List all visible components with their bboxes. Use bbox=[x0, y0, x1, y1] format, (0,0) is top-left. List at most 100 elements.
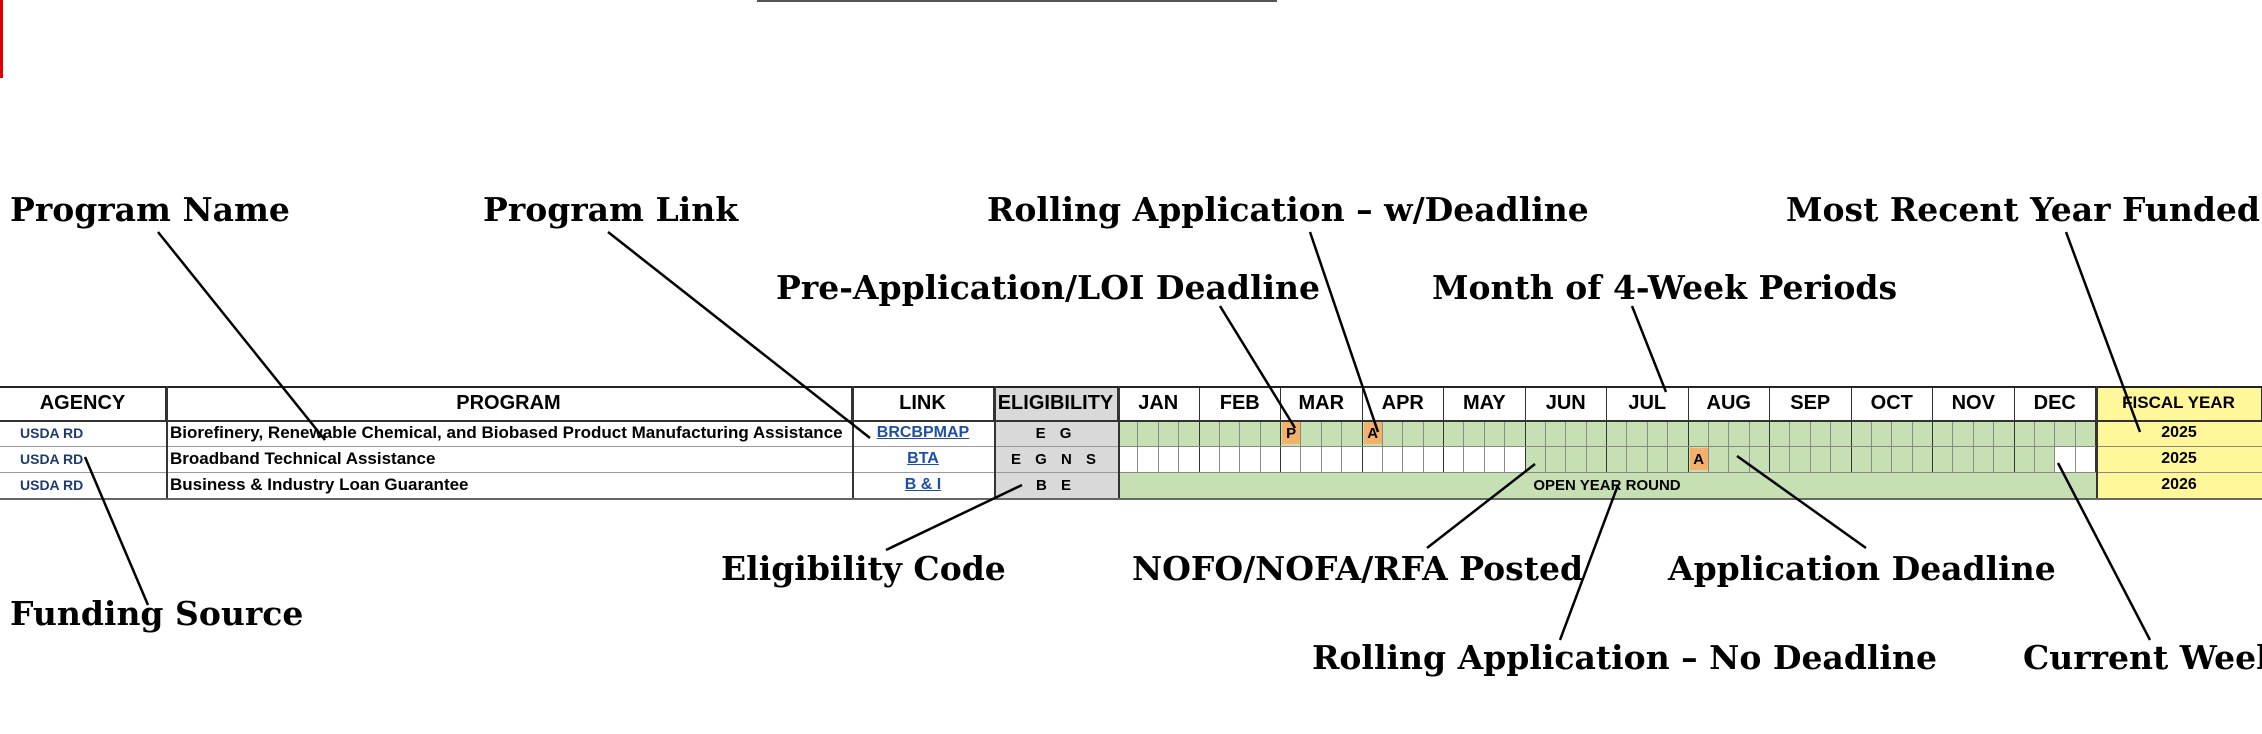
week-cell bbox=[2075, 446, 2096, 472]
week-cell bbox=[1729, 446, 1750, 472]
week-cell bbox=[1199, 446, 1220, 472]
week-cell bbox=[2034, 446, 2056, 472]
week-cell bbox=[2055, 420, 2076, 446]
month-header-oct: OCT bbox=[1852, 386, 1933, 420]
week-cell bbox=[1362, 446, 1383, 472]
week-cell bbox=[1790, 446, 1811, 472]
week-cell bbox=[1607, 446, 1628, 472]
week-cell bbox=[1138, 420, 1159, 446]
week-cell bbox=[1382, 420, 1404, 446]
week-cell bbox=[1301, 446, 1322, 472]
week-cell bbox=[1586, 446, 1607, 472]
week-cell bbox=[1810, 420, 1832, 446]
callout-most-recent-year: Most Recent Year Funded bbox=[1786, 190, 2261, 229]
header-fiscal-year: FISCAL YEAR bbox=[2096, 386, 2262, 420]
week-cell bbox=[1994, 446, 2015, 472]
week-cell bbox=[1423, 446, 1444, 472]
row-program-name: Broadband Technical Assistance bbox=[170, 449, 436, 468]
week-cell bbox=[1525, 420, 1546, 446]
week-cell bbox=[1851, 446, 1872, 472]
week-cell bbox=[1260, 420, 1281, 446]
pre-application-marker: P bbox=[1282, 422, 1301, 444]
week-cell bbox=[1607, 420, 1628, 446]
row-program-name: Biorefinery, Renewable Chemical, and Bio… bbox=[170, 423, 843, 442]
row-agency: USDA RD bbox=[20, 477, 84, 493]
week-cell bbox=[1382, 446, 1404, 472]
week-cell bbox=[1260, 446, 1281, 472]
week-cell bbox=[1953, 446, 1974, 472]
row-eligibility-code: B E bbox=[994, 472, 1118, 498]
week-cell bbox=[1179, 446, 1200, 472]
week-cell bbox=[1484, 420, 1506, 446]
week-cell bbox=[1464, 446, 1485, 472]
week-cell bbox=[1118, 446, 1139, 472]
week-cell bbox=[1281, 446, 1302, 472]
week-cell bbox=[1871, 446, 1893, 472]
week-cell bbox=[1831, 446, 1852, 472]
month-header-may: MAY bbox=[1444, 386, 1526, 420]
week-cell bbox=[2034, 420, 2056, 446]
week-cell bbox=[1342, 446, 1363, 472]
week-cell bbox=[1403, 420, 1424, 446]
month-header-jun: JUN bbox=[1526, 386, 1607, 420]
month-header-nov: NOV bbox=[1933, 386, 2015, 420]
week-cell bbox=[1464, 420, 1485, 446]
row-program-link[interactable]: BRCBPMAP bbox=[876, 424, 970, 441]
callout-program-name: Program Name bbox=[10, 190, 290, 229]
callout-current-week: Current Week bbox=[2023, 638, 2262, 677]
week-cell bbox=[1749, 446, 1770, 472]
row-fiscal-year: 2025 bbox=[2096, 420, 2262, 446]
week-cell bbox=[1749, 420, 1770, 446]
callout-funding-source: Funding Source bbox=[10, 594, 304, 633]
month-header-aug: AUG bbox=[1689, 386, 1770, 420]
week-cell bbox=[1158, 446, 1180, 472]
week-cell bbox=[2014, 446, 2035, 472]
week-cell bbox=[1158, 420, 1180, 446]
month-header-dec: DEC bbox=[2015, 386, 2096, 420]
top-rule bbox=[757, 0, 1277, 2]
week-cell bbox=[1831, 420, 1852, 446]
week-cell bbox=[1566, 446, 1587, 472]
week-cell bbox=[2075, 420, 2096, 446]
row-program-link[interactable]: B & I bbox=[904, 476, 942, 493]
month-header-mar: MAR bbox=[1281, 386, 1363, 420]
week-cell bbox=[1118, 420, 1139, 446]
header-agency: AGENCY bbox=[0, 386, 166, 420]
week-cell bbox=[1586, 420, 1607, 446]
application-marker-rolling: A bbox=[1363, 422, 1382, 444]
month-header-apr: APR bbox=[1363, 386, 1444, 420]
callout-eligibility-code: Eligibility Code bbox=[721, 549, 1006, 588]
week-cell bbox=[1342, 420, 1363, 446]
header-link: LINK bbox=[852, 386, 994, 420]
week-cell bbox=[1770, 446, 1791, 472]
week-cell bbox=[1444, 420, 1465, 446]
week-cell bbox=[1851, 420, 1872, 446]
row-program-link[interactable]: BTA bbox=[907, 450, 939, 467]
month-header-sep: SEP bbox=[1770, 386, 1852, 420]
week-cell bbox=[1240, 446, 1261, 472]
week-cell bbox=[1444, 446, 1465, 472]
week-cell bbox=[1627, 446, 1648, 472]
week-cell bbox=[1933, 446, 1954, 472]
week-cell bbox=[1668, 420, 1689, 446]
week-cell bbox=[1892, 446, 1913, 472]
week-cell bbox=[1321, 446, 1343, 472]
row-program-name: Business & Industry Loan Guarantee bbox=[170, 475, 469, 494]
week-cell bbox=[1403, 446, 1424, 472]
header-eligibility: ELIGIBILITY bbox=[994, 386, 1118, 420]
week-cell bbox=[1219, 420, 1241, 446]
week-cell bbox=[1545, 446, 1567, 472]
row-eligibility-code: E G bbox=[994, 420, 1118, 446]
week-cell bbox=[1647, 446, 1669, 472]
row-eligibility-code: E G N S bbox=[994, 446, 1118, 472]
week-cell bbox=[1505, 420, 1526, 446]
month-header-jan: JAN bbox=[1118, 386, 1200, 420]
week-cell bbox=[2055, 446, 2076, 472]
week-cell bbox=[1138, 446, 1159, 472]
week-cell bbox=[1505, 446, 1526, 472]
week-cell bbox=[1729, 420, 1750, 446]
week-cell bbox=[1973, 446, 1995, 472]
callout-rolling-no-deadline: Rolling Application – No Deadline bbox=[1312, 638, 1937, 677]
